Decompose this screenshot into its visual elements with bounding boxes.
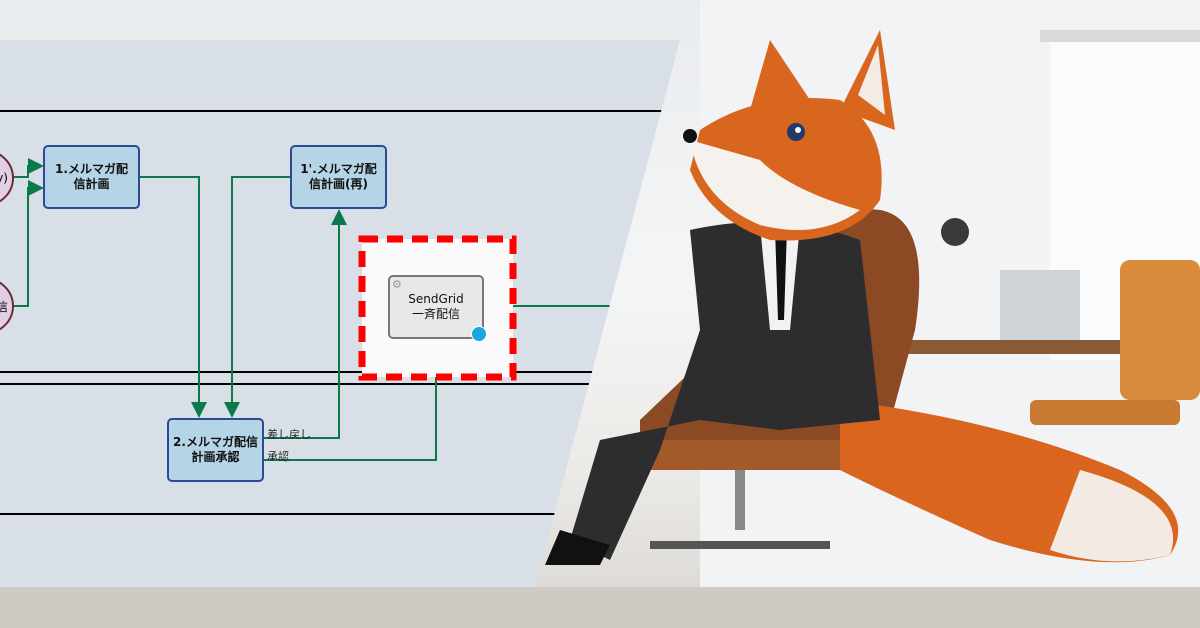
flow-start1-task1: [13, 158, 44, 178]
flow-label-approve: 承認: [267, 450, 289, 463]
flow-task1b-task2: [224, 176, 291, 418]
gear-icon: ⚙: [392, 278, 402, 291]
task-mailmag-plan[interactable]: 1.メルマガ配信計画: [43, 145, 140, 209]
task-label: 2.メルマガ配信計画承認: [173, 435, 258, 464]
flow-label-reject: 差し戻し: [267, 428, 311, 441]
flow-task1-task2: [140, 176, 207, 418]
task-label: SendGrid: [408, 292, 464, 306]
task-mailmag-plan-again[interactable]: 1'.メルマガ配信計画(再): [290, 145, 387, 209]
start-event-2-label: 信: [0, 299, 8, 314]
start-event-1-label: y): [0, 171, 8, 185]
task-label: 1.メルマガ配信計画: [55, 162, 128, 191]
lamp: [941, 218, 969, 246]
chair-back: [1120, 260, 1200, 400]
flow-reject: [264, 209, 347, 439]
task-label: 1'.メルマガ配信計画(再): [300, 162, 377, 191]
shoe: [545, 530, 610, 565]
task-label: 一斉配信: [411, 307, 460, 321]
flow-start2-task1: [13, 180, 44, 307]
task-mailmag-plan-approval[interactable]: 2.メルマガ配信計画承認: [167, 418, 264, 482]
loop-marker-icon: [471, 326, 487, 342]
fox-suit: [570, 222, 880, 560]
